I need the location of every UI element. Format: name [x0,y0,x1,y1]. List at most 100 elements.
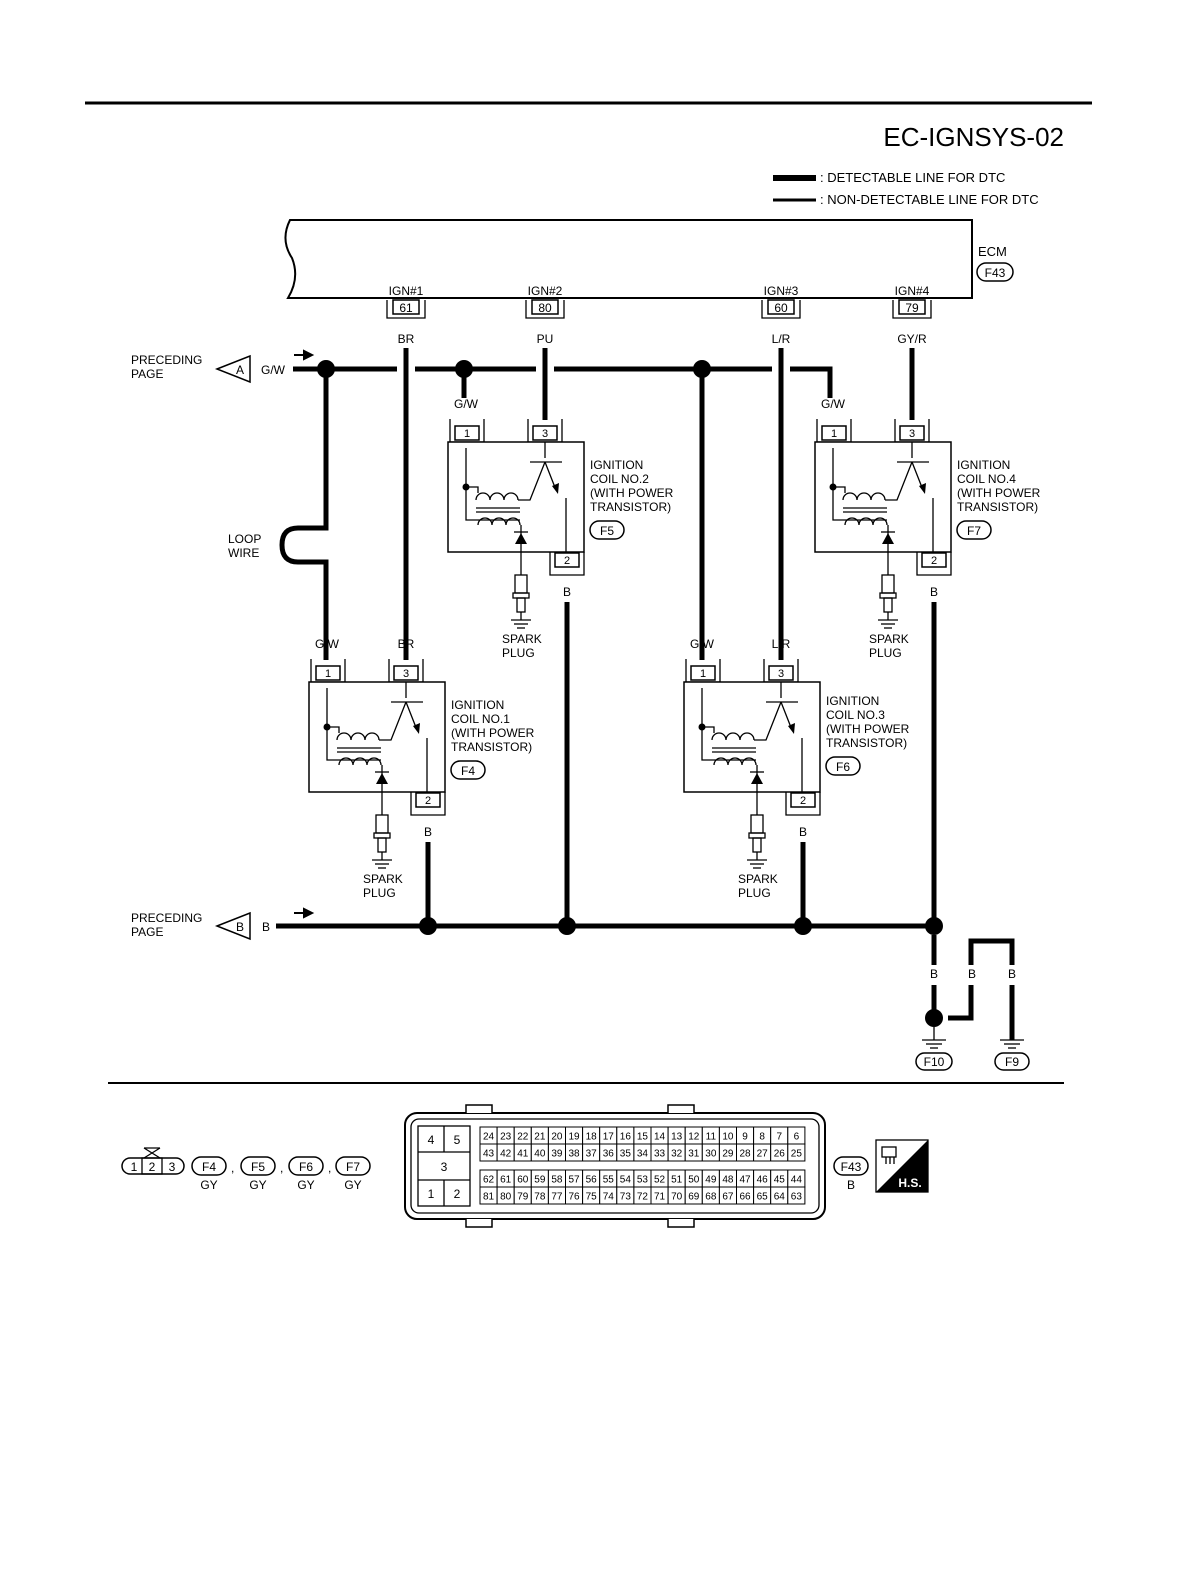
coil-connector-badge [825,756,861,776]
ecm-pin-number: 73 [620,1192,632,1203]
ignition-coil-2: G/W 1 3 IGNITION COIL NO.2 (WITH POWER T… [447,397,674,599]
ecm-pin-number: 65 [757,1192,769,1203]
ecm-pin-number: 55 [603,1175,615,1186]
ecm-pin-number: 11 [706,1132,717,1143]
ecm-pin-number: 51 [671,1175,683,1186]
terminal-wire: GY/R [897,332,927,346]
ground-connector-badge [994,1052,1030,1071]
preceding-a-line1: PRECEDING [131,353,202,367]
ecm-label: ECM [978,244,1007,259]
ecm-pin-number: 8 [759,1132,765,1143]
ecm-outline [284,219,973,299]
terminal-pin: 79 [905,301,919,315]
ecm-pin-number: 45 [774,1175,786,1186]
preceding-page-a: PRECEDING PAGE A G/W [131,349,315,384]
coil-pin1: 1 [325,668,331,680]
ecm-connector-label: F43 [985,266,1006,280]
connector-badge [191,1156,227,1176]
coil-connector-badge [956,520,992,540]
loop-wire-line1: LOOP [228,532,261,546]
ecm-pin-number: 20 [551,1132,563,1143]
coil-title-line3: (WITH POWER [826,722,910,736]
terminal-name: IGN#2 [528,284,563,298]
ecm-pin-number: 52 [654,1175,666,1186]
coil-title-line1: IGNITION [451,698,504,712]
spark-plug-4: SPARK PLUG [869,574,909,660]
ecm-pin-number: 60 [517,1175,529,1186]
coil-title-line3: (WITH POWER [957,486,1041,500]
ecm-pin-number: 10 [722,1132,734,1143]
ecm-box: ECM F43 [284,219,1014,299]
ecm-pin-number: 75 [586,1192,598,1203]
svg-text:,: , [280,1161,283,1175]
spark-plug-line1: SPARK [738,872,778,886]
coil-body [308,681,446,793]
conn-color: GY [297,1178,314,1192]
spark-plug-1: SPARK PLUG [363,814,403,900]
ecm-pin-number: 37 [586,1149,598,1160]
legend: : DETECTABLE LINE FOR DTC : NON-DETECTAB… [773,170,1039,207]
terminal-pin: 61 [399,301,413,315]
ecm-pin: 4 [428,1133,435,1147]
ecm-pin-number: 71 [654,1192,666,1203]
ecm-pin-number: 78 [534,1192,546,1203]
loop-wire-line2: WIRE [228,546,259,560]
coil-title-line3: (WITH POWER [590,486,674,500]
ecm-pin: 1 [428,1187,435,1201]
ecm-pin-number: 68 [705,1192,717,1203]
gw-bus [293,366,833,398]
connector-arrow-b [214,911,251,941]
ecm-pin-number: 46 [757,1175,769,1186]
terminal-name: IGN#4 [895,284,930,298]
ecm-pin-number: 16 [620,1132,632,1143]
junction-dot [419,917,437,935]
ecm-pin-number: 62 [483,1175,495,1186]
coil-title-line1: IGNITION [590,458,643,472]
terminal-pin: 80 [538,301,552,315]
conn-color: B [847,1178,855,1192]
ecm-pin-number: 79 [517,1192,529,1203]
ecm-pin-number: 69 [688,1192,700,1203]
ecm-pin-number: 41 [517,1149,529,1160]
connector-badge [335,1156,371,1176]
coil-title-line4: TRANSISTOR) [826,736,907,750]
terminal-name: IGN#3 [764,284,799,298]
ecm-pin-number: 76 [568,1192,580,1203]
ecm-connector-badge [976,262,1014,282]
ecm-pin-number: 40 [534,1149,546,1160]
ecm-pin-number: 66 [739,1192,751,1203]
conn-id: F43 [841,1160,862,1174]
svg-text:,: , [231,1161,234,1175]
ecm-pin-number: 30 [705,1149,717,1160]
connector-badge [240,1156,276,1176]
coil-pin2: 2 [931,555,937,567]
loop-wire [279,369,329,660]
connector-badge [833,1156,869,1176]
ecm-pin-number: 9 [742,1132,748,1143]
ecm-pin-number: 47 [739,1175,751,1186]
coil-pin2: 2 [800,795,806,807]
coil-wire-gnd: B [563,585,571,599]
coil-title-line2: COIL NO.4 [957,472,1016,486]
coil-title-line1: IGNITION [957,458,1010,472]
ecm-pin: 5 [454,1133,461,1147]
conn-id: F6 [299,1160,313,1174]
coil-body [683,681,821,793]
preceding-page-b: PRECEDING PAGE B B [131,907,315,941]
coil-wire-in: G/W [454,397,479,411]
ecm-pin-number: 43 [483,1149,495,1160]
preceding-b-line2: PAGE [131,925,163,939]
ground-section: B B B F10 F9 [915,935,1030,1071]
ecm-pin-number: 56 [586,1175,598,1186]
ecm-pin-number: 33 [654,1149,666,1160]
ecm-terminal-ign2: IGN#2 80 PU [525,284,565,346]
preceding-b-wire: B [262,920,270,934]
coil-pin3: 3 [542,428,548,440]
ecm-pin-number: 48 [722,1175,734,1186]
ecm-pin-number: 54 [620,1175,632,1186]
ecm-pin-number: 59 [534,1175,546,1186]
connector-arrow-a-letter: A [236,363,244,377]
conn-id: F7 [346,1160,360,1174]
coil-conn-pin: 3 [169,1160,176,1174]
